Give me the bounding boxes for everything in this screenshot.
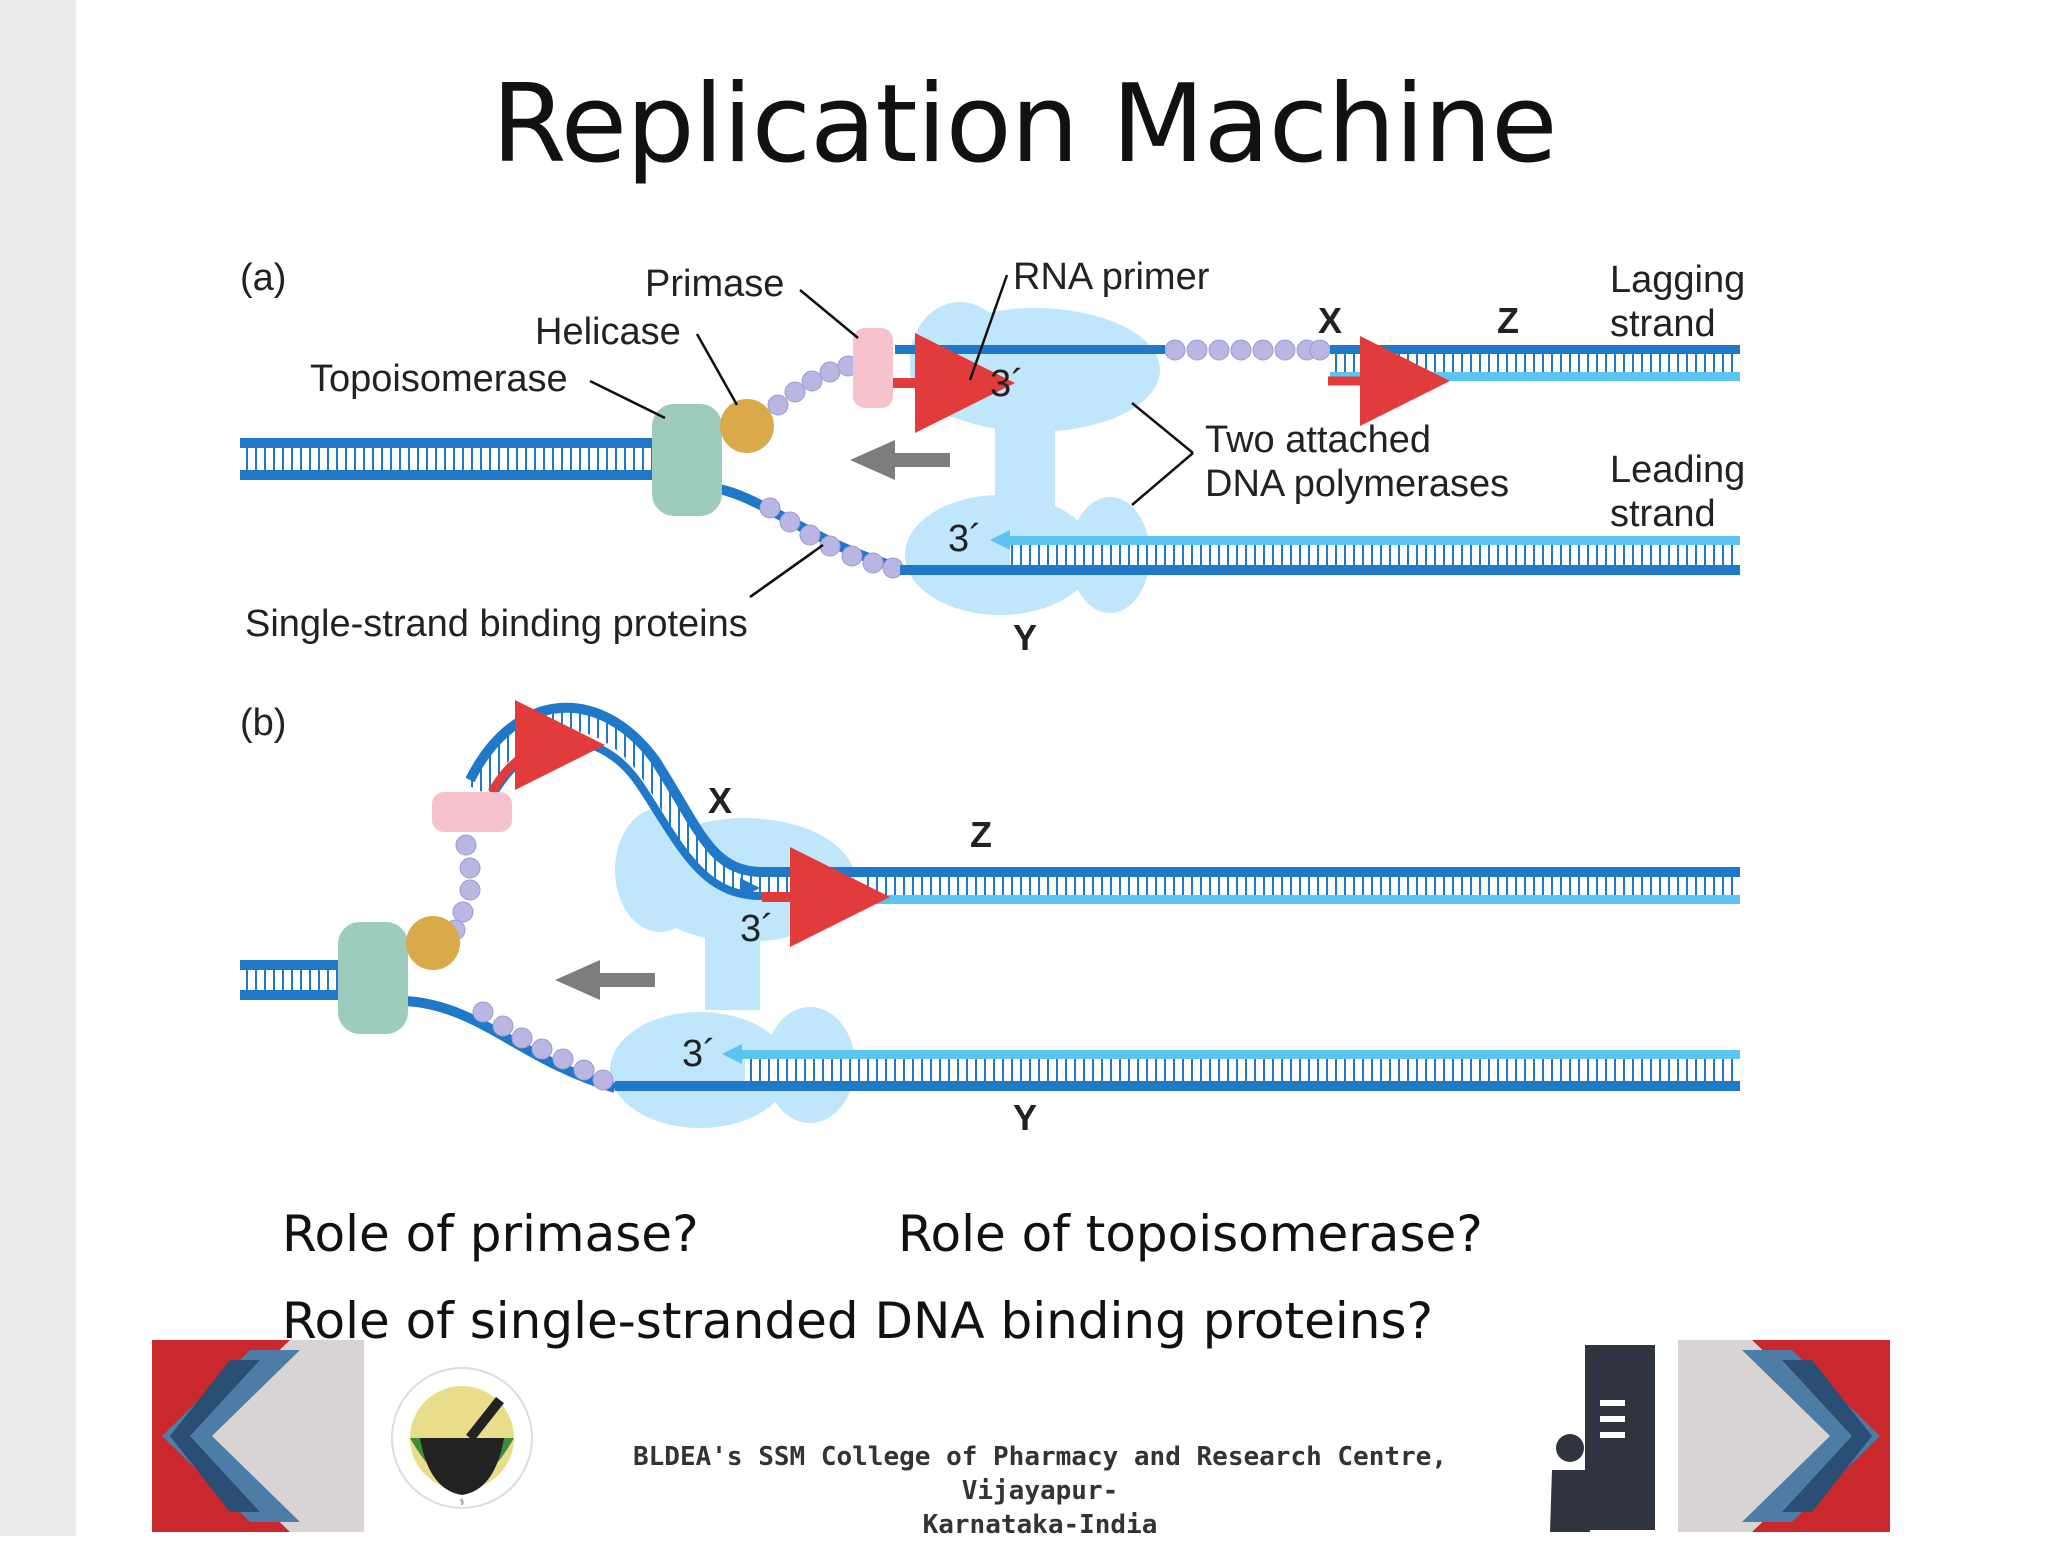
lagging-label-2: strand xyxy=(1610,303,1716,345)
next-slide-button[interactable] xyxy=(1678,1340,1890,1532)
left-gutter xyxy=(0,0,76,1536)
fork-direction-arrow-b xyxy=(555,960,655,1000)
leading-rungs-b xyxy=(745,1059,1740,1081)
leading-new-strand-a xyxy=(1005,536,1740,545)
ssb-beads-upper xyxy=(767,355,859,416)
topoisomerase-label: Topoisomerase xyxy=(310,358,568,400)
leading-new-strand-b xyxy=(740,1050,1740,1059)
leading-label-2: strand xyxy=(1610,493,1716,535)
prime3-top-b: 3´ xyxy=(740,908,774,950)
leader-lines-a xyxy=(589,274,1194,599)
college-logo-icon: ⚕ xyxy=(391,1367,533,1509)
lagging-label-1: Lagging xyxy=(1610,259,1745,301)
ssb-label: Single-strand binding proteins xyxy=(245,603,748,645)
lagging-new-strand-b xyxy=(860,895,1740,904)
lagging-rungs-a xyxy=(1330,354,1740,372)
helicase-label: Helicase xyxy=(535,311,681,353)
loop-red-primer xyxy=(488,700,605,795)
z-label-a: Z xyxy=(1497,300,1519,341)
fork-direction-arrow-a xyxy=(850,440,950,480)
panel-a: (a) Primase Helicase Topoisomerase RNA p… xyxy=(240,256,1745,658)
question-primase: Role of primase? xyxy=(282,1205,699,1263)
z-label-b: Z xyxy=(970,814,992,855)
chevron-right-icon xyxy=(1678,1340,1852,1532)
question-topoisomerase: Role of topoisomerase? xyxy=(898,1205,1483,1263)
chevron-left-icon xyxy=(190,1340,364,1532)
ssb-beads-lower xyxy=(759,497,904,579)
prime3-bottom-b: 3´ xyxy=(682,1033,716,1075)
leading-3prime-arrow-a xyxy=(990,530,1010,550)
dna-polymerase-top xyxy=(910,302,1160,510)
footer-text: BLDEA's SSM College of Pharmacy and Rese… xyxy=(580,1440,1500,1542)
lagging-new-strand-a xyxy=(1330,372,1740,381)
prev-slide-button[interactable] xyxy=(152,1340,364,1532)
prime3-top-a: 3´ xyxy=(990,363,1024,405)
svg-text:⚕: ⚕ xyxy=(460,1498,465,1508)
polymerase-label-1: Two attached xyxy=(1205,419,1431,461)
rna-primer-label: RNA primer xyxy=(1013,256,1210,298)
x-label-b: X xyxy=(708,780,732,821)
ssb-beads-lagging xyxy=(1164,339,1331,361)
topoisomerase-icon-b xyxy=(338,922,408,1034)
y-label-b: Y xyxy=(1013,1097,1037,1138)
helicase-icon-b xyxy=(406,916,460,970)
lagging-3prime-arrow-b xyxy=(740,878,760,898)
x-label-a: X xyxy=(1318,300,1342,341)
lagging-rungs-b xyxy=(860,877,1740,895)
prime3-bottom-a: 3´ xyxy=(948,518,982,560)
leading-rungs-a xyxy=(1010,545,1740,565)
slide-title: Replication Machine xyxy=(491,62,1557,187)
dna-polymerase-bottom xyxy=(905,495,1150,615)
helicase-icon xyxy=(720,399,774,453)
panel-b-label: (b) xyxy=(240,702,286,744)
leading-label-1: Leading xyxy=(1610,449,1745,491)
leading-3prime-arrow-b xyxy=(722,1044,742,1064)
lagging-template-a xyxy=(895,345,1165,354)
parental-dna xyxy=(240,438,655,480)
topoisomerase-icon xyxy=(652,404,722,516)
lagging-template-right-a xyxy=(1330,345,1740,354)
leading-template-a xyxy=(900,565,1740,575)
footer-line-1: BLDEA's SSM College of Pharmacy and Rese… xyxy=(633,1442,1447,1506)
panel-a-label: (a) xyxy=(240,257,286,299)
question-ssb: Role of single-stranded DNA binding prot… xyxy=(282,1292,1434,1350)
polymerase-label-2: DNA polymerases xyxy=(1205,463,1509,505)
primase-icon xyxy=(853,328,893,408)
footer-line-2: Karnataka-India xyxy=(922,1510,1158,1540)
ssb-beads-b-upper xyxy=(444,834,481,941)
primase-icon-b xyxy=(432,792,512,832)
book-person-icon xyxy=(1550,1345,1655,1532)
ssb-beads-b-lower xyxy=(472,1001,614,1091)
leading-template-b xyxy=(615,1081,1740,1091)
parental-dna-b xyxy=(240,960,350,1000)
panel-b: (b) 3´ 3´ X Z Y xyxy=(240,700,1740,1138)
primase-label: Primase xyxy=(645,263,784,305)
y-label-a: Y xyxy=(1013,617,1037,658)
